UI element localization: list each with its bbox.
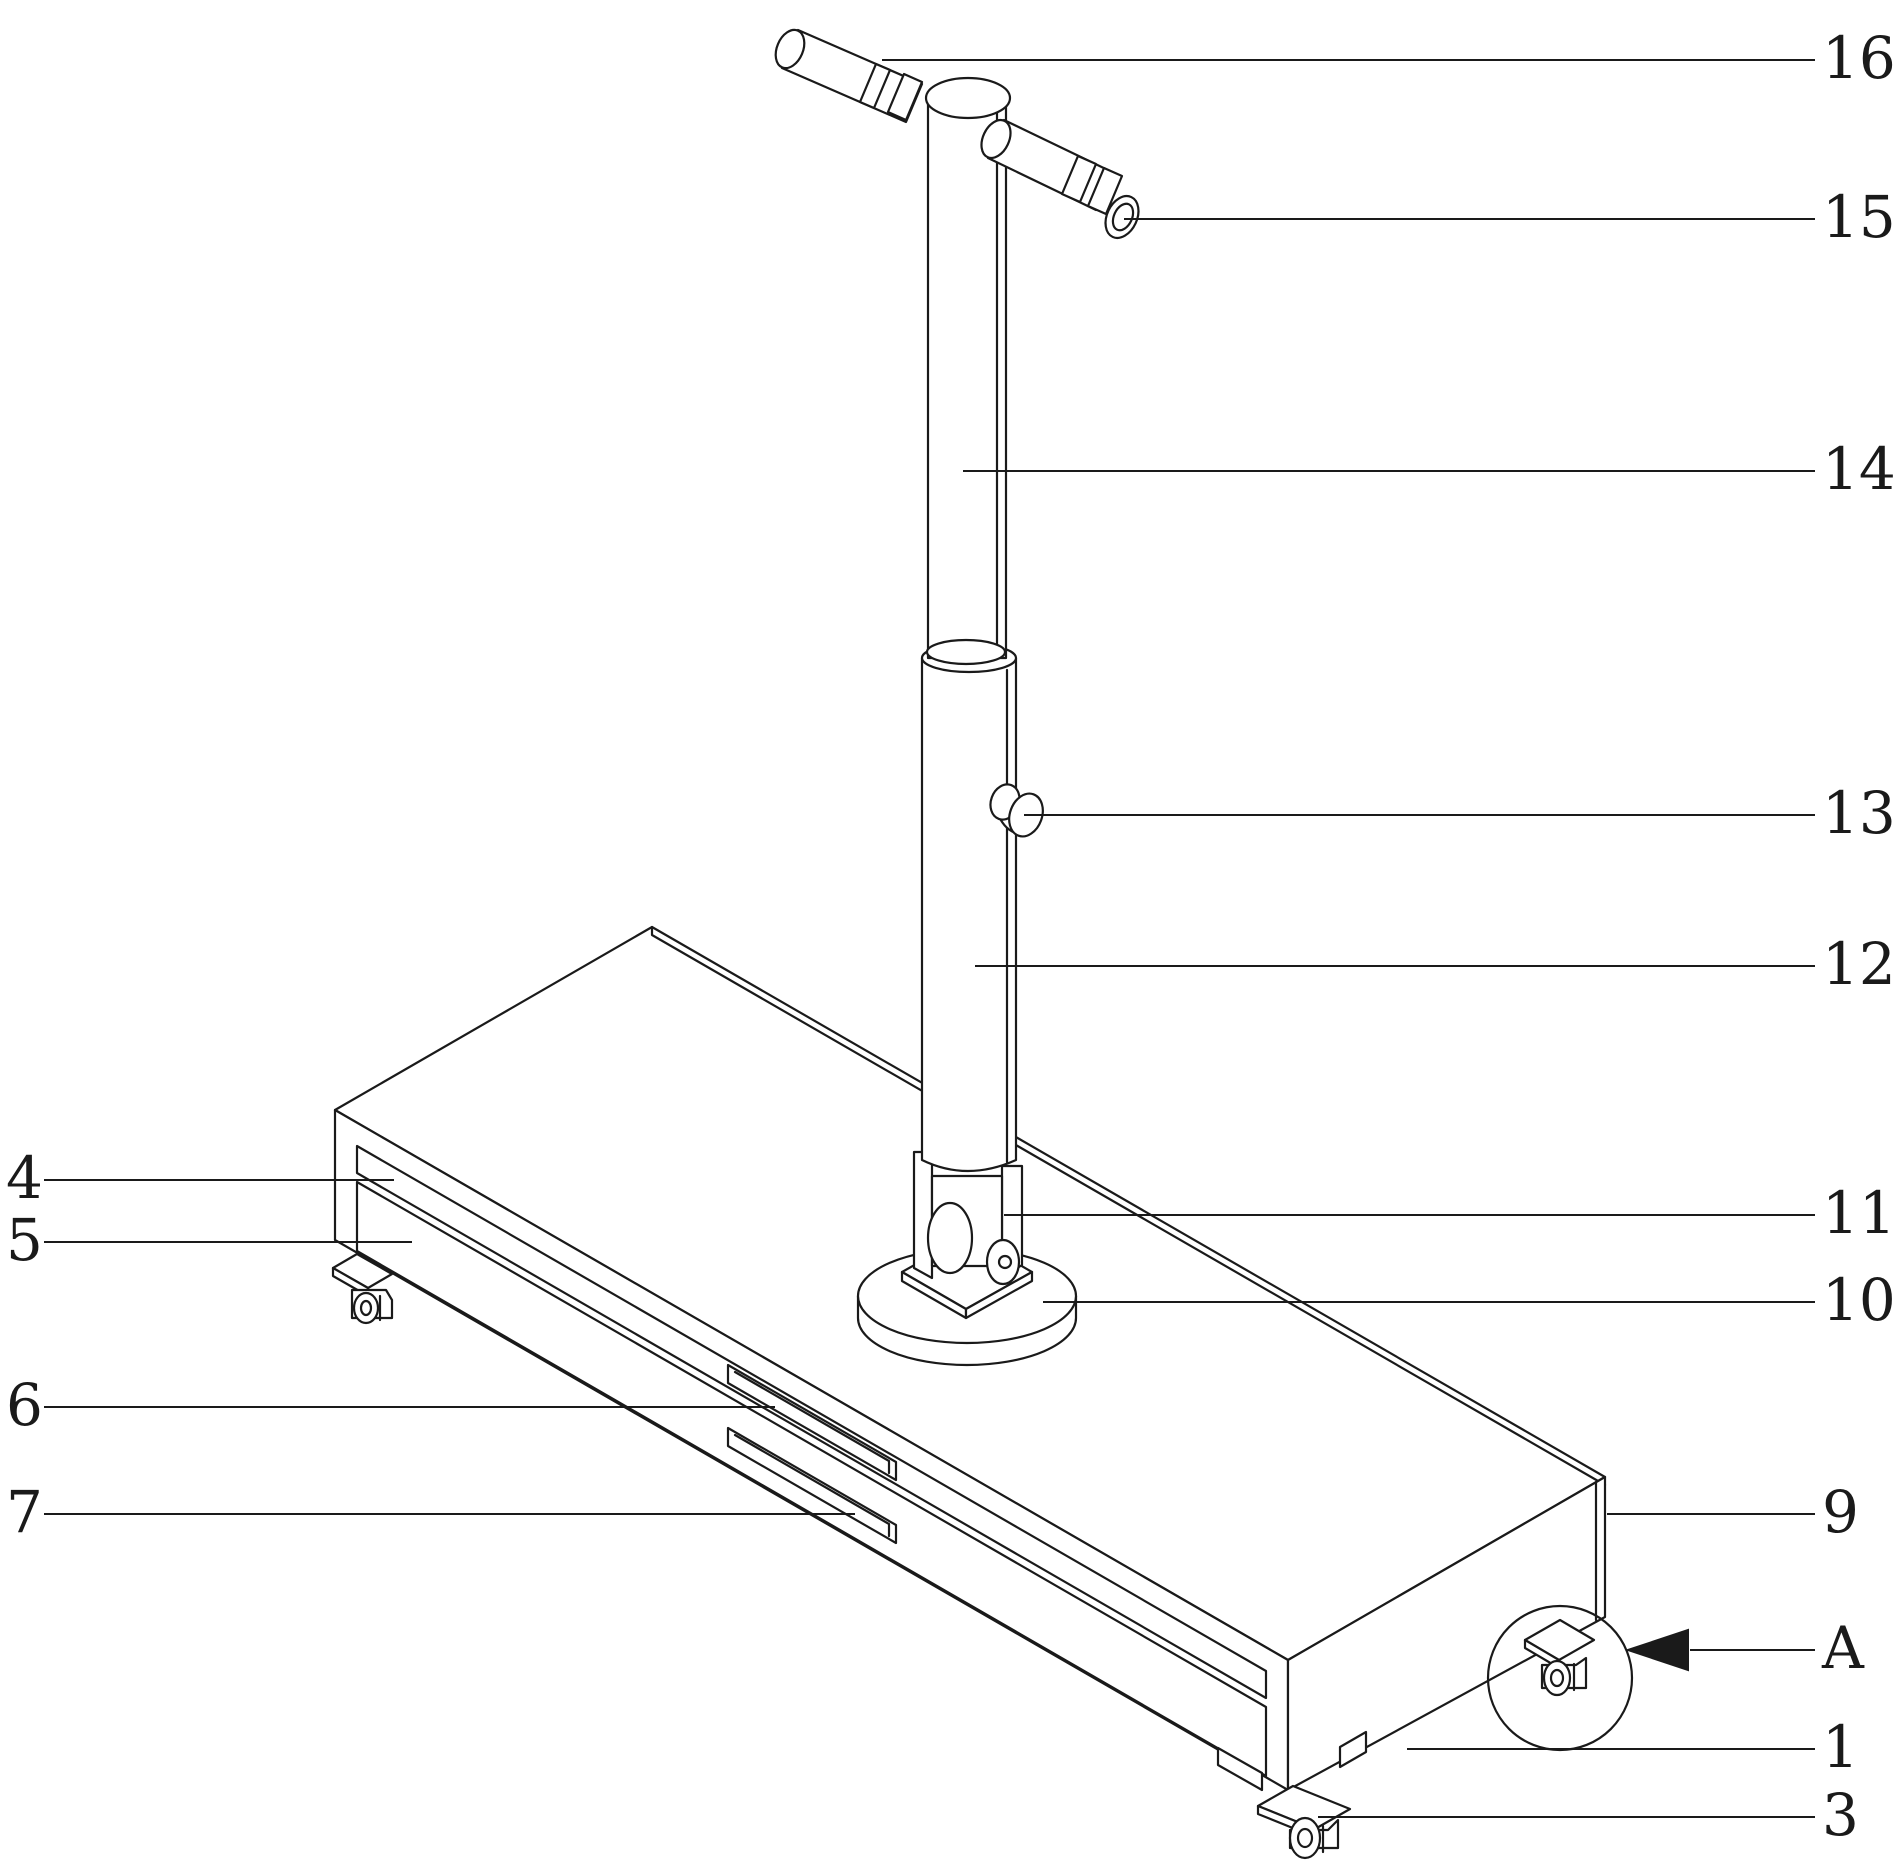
label-14: 14 (1822, 435, 1896, 503)
label-4: 4 (6, 1144, 43, 1212)
label-13: 13 (1822, 779, 1896, 847)
base-end-face (1286, 1475, 1607, 1792)
label-3: 3 (1822, 1781, 1859, 1849)
hinge-11 (912, 1150, 1024, 1286)
caster-detail-a (1486, 1604, 1634, 1752)
label-1: 1 (1822, 1713, 1859, 1781)
arrow-a (1624, 1628, 1689, 1672)
label-5: 5 (6, 1206, 43, 1274)
reference-labels: 16 15 14 13 12 11 10 9 A 1 3 4 5 6 7 (6, 24, 1896, 1849)
label-a: A (1821, 1614, 1865, 1682)
label-15: 15 (1822, 183, 1896, 251)
label-10: 10 (1822, 1266, 1896, 1334)
drawer-4-panel (355, 1144, 1268, 1700)
label-12: 12 (1822, 930, 1896, 998)
caster-front (1256, 1784, 1352, 1860)
handle-bar (774, 28, 1140, 240)
leader-lines (44, 59, 1815, 1818)
label-16: 16 (1822, 24, 1896, 92)
drawer-5-panel (355, 1180, 1268, 1778)
lower-tube-12 (920, 642, 1018, 1173)
upper-tube-14 (925, 94, 1008, 666)
base-disc-10 (856, 1233, 1078, 1367)
caster-left (331, 1252, 394, 1325)
handle-slot-7 (726, 1426, 898, 1545)
label-9: 9 (1822, 1478, 1859, 1546)
label-6: 6 (6, 1371, 43, 1439)
label-7: 7 (6, 1478, 43, 1546)
handle-slot-6 (726, 1363, 898, 1482)
label-11: 11 (1822, 1179, 1896, 1247)
knob-13 (989, 783, 1044, 838)
